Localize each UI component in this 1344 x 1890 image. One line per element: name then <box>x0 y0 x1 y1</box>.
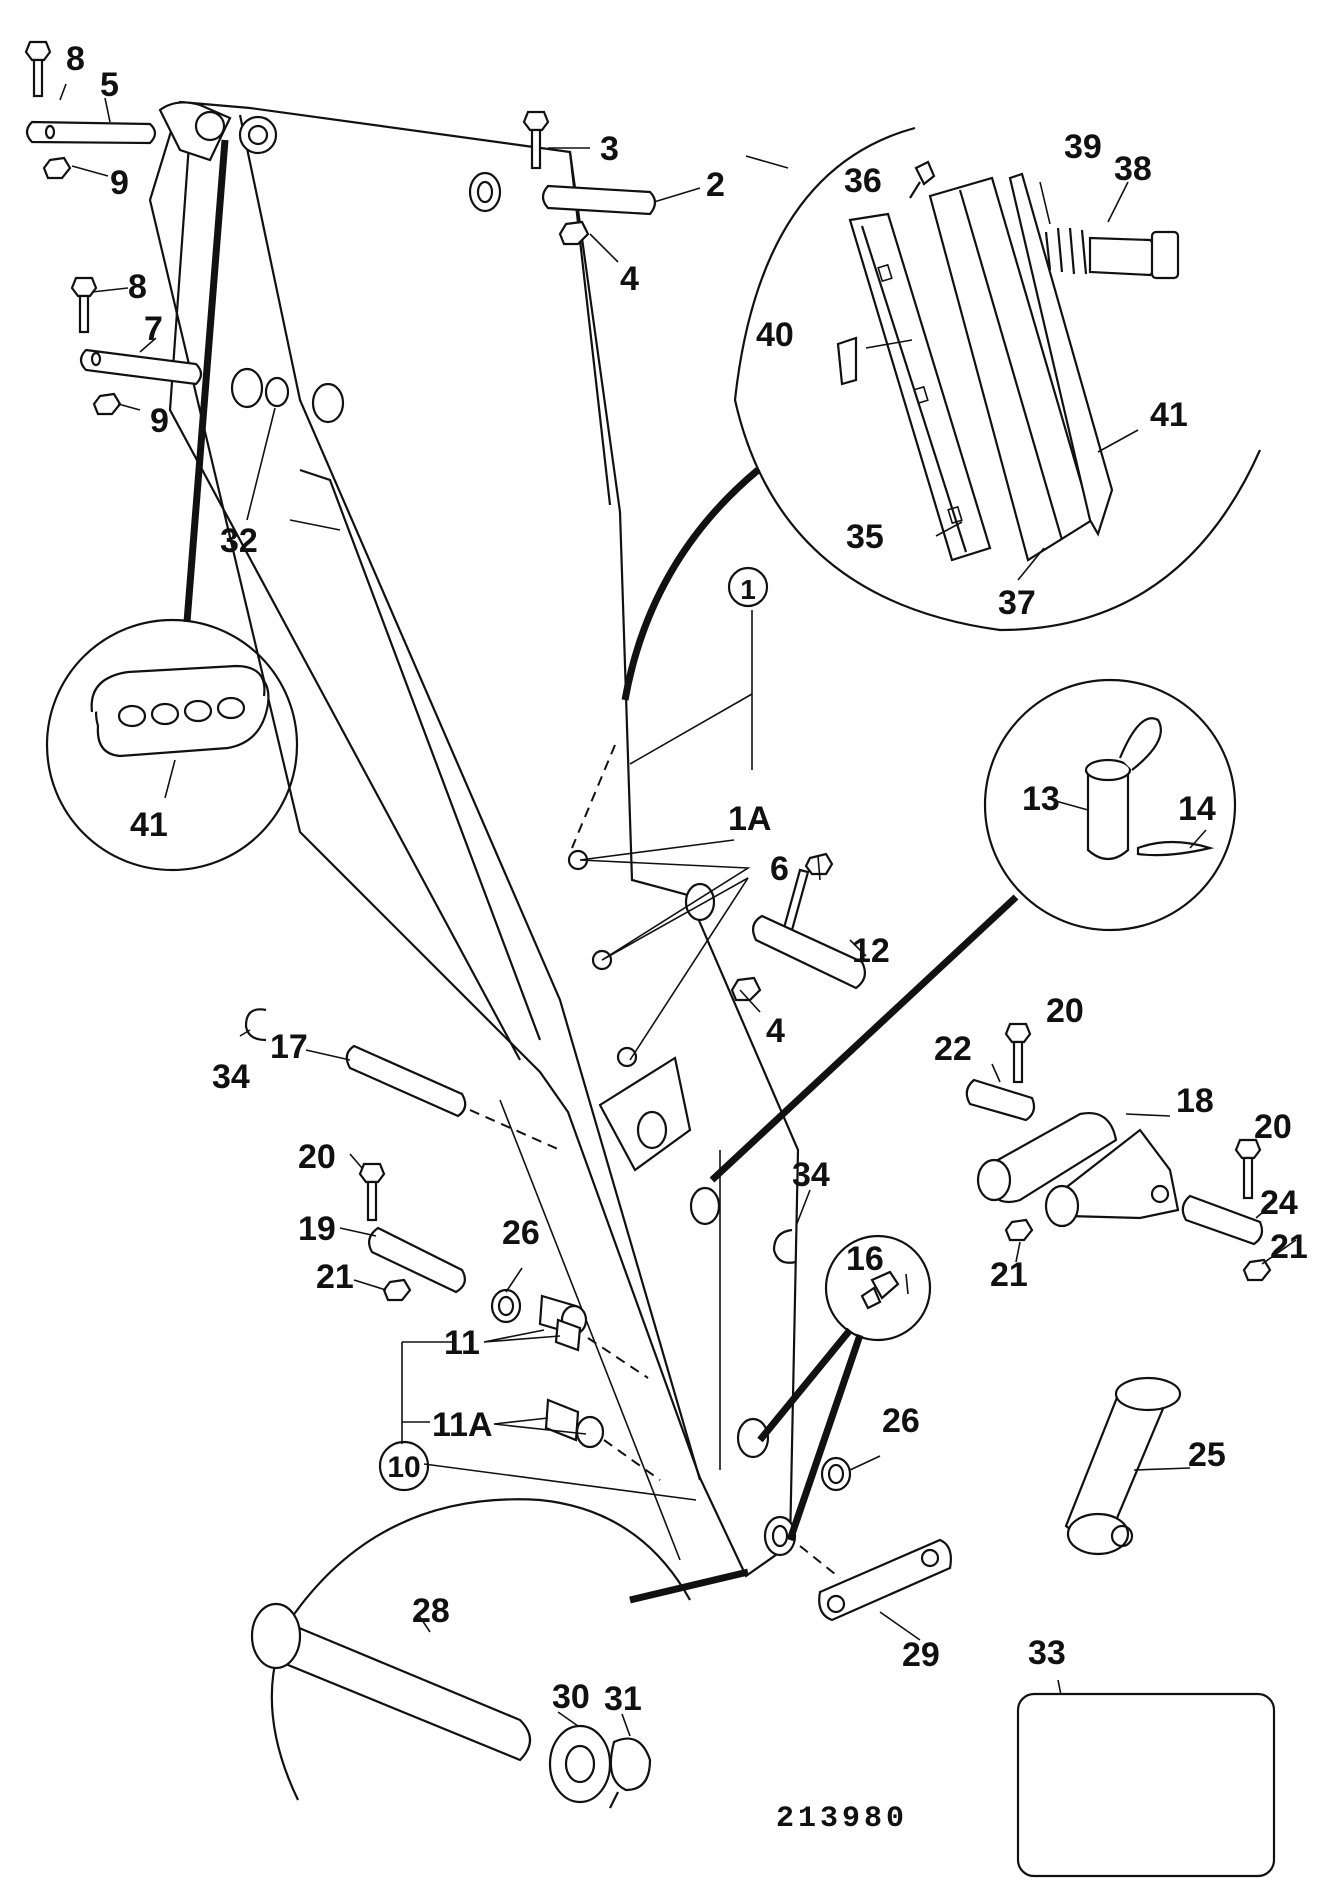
leader-lines <box>59 83 1297 1737</box>
callout-21-left: 21 <box>316 1258 354 1296</box>
callout-28: 28 <box>412 1592 450 1630</box>
callout-5: 5 <box>100 66 119 104</box>
circlip-34-right <box>772 1228 797 1264</box>
inset-buffer <box>45 139 299 872</box>
callout-17: 17 <box>270 1028 308 1066</box>
callout-35: 35 <box>846 518 884 556</box>
callout-20-mid: 20 <box>1046 992 1084 1030</box>
callout-24: 24 <box>1260 1184 1298 1222</box>
bolt-6 <box>782 852 834 932</box>
callout-37: 37 <box>998 584 1036 622</box>
callout-36: 36 <box>844 162 882 200</box>
plate-29 <box>799 1538 952 1622</box>
pin-17 <box>345 1044 561 1151</box>
callout-25: 25 <box>1188 1436 1226 1474</box>
nut-9-top <box>42 156 72 180</box>
nut-21-left <box>382 1278 412 1302</box>
pin-19 <box>367 1226 467 1294</box>
callout-32: 32 <box>220 522 258 560</box>
callout-34-left: 34 <box>212 1058 250 1096</box>
callout-26-right: 26 <box>882 1402 920 1440</box>
callout-22: 22 <box>934 1030 972 1068</box>
circlip-34-left <box>244 1008 267 1042</box>
callout-12: 12 <box>852 932 890 970</box>
callout-11a: 11A <box>432 1406 493 1444</box>
callout-8-top: 8 <box>66 40 85 78</box>
callout-21-mid: 21 <box>990 1256 1028 1294</box>
callout-1a: 1A <box>728 800 771 838</box>
callout-13: 13 <box>1022 780 1060 818</box>
callout-26-left: 26 <box>502 1214 540 1252</box>
link-18 <box>976 1111 1180 1228</box>
nut-4-top <box>558 220 590 246</box>
pin-12 <box>751 914 867 990</box>
callout-16: 16 <box>846 1240 884 1278</box>
pin-22 <box>965 1078 1036 1122</box>
callout-7: 7 <box>144 310 163 348</box>
pin-5 <box>25 120 157 145</box>
callout-34-right: 34 <box>792 1156 830 1194</box>
callout-41-buffer: 41 <box>130 806 168 844</box>
inset-grease-nipple <box>757 1234 932 1542</box>
callout-9-mid: 9 <box>150 402 169 440</box>
callout-19: 19 <box>298 1210 336 1248</box>
callout-18: 18 <box>1176 1082 1214 1120</box>
callout-11: 11 <box>444 1324 480 1362</box>
nut-21-right <box>1242 1258 1272 1282</box>
bolt-3 <box>522 110 550 170</box>
callout-labels: 1 1A 2 3 4 4 5 6 7 8 8 9 9 10 11 11A 12 … <box>66 40 1308 1718</box>
callout-31: 31 <box>604 1680 642 1718</box>
pin-24 <box>1181 1194 1264 1246</box>
callout-39: 39 <box>1064 128 1102 166</box>
callout-8-mid: 8 <box>128 268 147 306</box>
callout-circle-1 <box>727 566 769 608</box>
callout-30: 30 <box>552 1678 590 1716</box>
callout-29: 29 <box>902 1636 940 1674</box>
callout-9-top: 9 <box>110 164 129 202</box>
callout-38: 38 <box>1114 150 1152 188</box>
callout-41-inset: 41 <box>1150 396 1188 434</box>
nut-9-mid <box>92 392 122 416</box>
boom-assembly <box>148 100 800 1578</box>
bolt-8-mid <box>70 276 98 334</box>
plate-33 <box>1016 1692 1276 1878</box>
bushes-11a <box>544 1398 661 1481</box>
callout-6: 6 <box>770 850 789 888</box>
pin-2 <box>541 184 657 216</box>
callout-40: 40 <box>756 316 794 354</box>
inset-lock-pin <box>709 678 1237 1183</box>
callout-20-right: 20 <box>1254 1108 1292 1146</box>
bolt-20-mid <box>1004 1022 1032 1084</box>
callout-circle-10 <box>378 1440 430 1492</box>
callout-10: 10 <box>387 1451 420 1484</box>
callout-21-right: 21 <box>1270 1228 1308 1266</box>
callout-4-top: 4 <box>620 260 639 298</box>
inset-wear-pads <box>621 126 1262 701</box>
link-25 <box>1064 1376 1182 1556</box>
bolt-20-left <box>358 1162 386 1222</box>
callout-3: 3 <box>600 130 619 168</box>
bolt-20-right <box>1234 1138 1262 1200</box>
inset-pivot-pin <box>250 1498 749 1809</box>
drawing-number: 213980 <box>776 1802 908 1836</box>
callout-20-left: 20 <box>298 1138 336 1176</box>
callout-4-mid: 4 <box>766 1012 785 1050</box>
callout-33: 33 <box>1028 1634 1066 1672</box>
bushes-11 <box>490 1288 649 1379</box>
bolt-8-top <box>24 40 52 98</box>
callout-2: 2 <box>706 166 725 204</box>
callout-14: 14 <box>1178 790 1216 828</box>
callout-1: 1 <box>740 574 756 605</box>
pin-7 <box>79 348 203 386</box>
bush-26-right <box>820 1456 852 1492</box>
nut-21-mid <box>1004 1218 1034 1242</box>
